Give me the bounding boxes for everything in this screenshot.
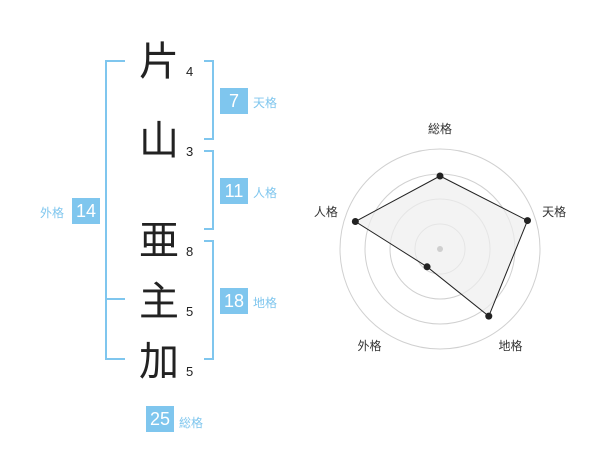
stroke-count-3: 8 xyxy=(186,244,194,259)
jinkaku-bracket-vertical xyxy=(212,150,214,230)
radar-center-dot xyxy=(437,246,443,252)
gaikaku-bracket-bottom xyxy=(105,358,125,360)
radar-axis-label-2: 天格 xyxy=(542,204,566,219)
soukaku-label: 総格 xyxy=(179,416,204,430)
stroke-count-4: 5 xyxy=(186,304,194,319)
stroke-count-5: 5 xyxy=(186,364,194,379)
chikaku-bracket-top xyxy=(204,240,214,242)
radar-axis-label-3: 地格 xyxy=(499,338,523,353)
tenkaku-value-box: 7 xyxy=(220,88,248,114)
jinkaku-bracket-bottom xyxy=(204,228,214,230)
gaikaku-value-box: 14 xyxy=(72,198,100,224)
chikaku-bracket-bottom xyxy=(204,358,214,360)
jinkaku-label: 人格 xyxy=(253,186,278,200)
jinkaku-value-box: 11 xyxy=(220,178,248,204)
kanji-char-4: 主 xyxy=(139,279,179,325)
radar-ring-4 xyxy=(339,148,541,350)
tenkaku-label: 天格 xyxy=(253,96,278,110)
chikaku-label: 地格 xyxy=(253,296,278,310)
radar-axis-label-1: 総格 xyxy=(428,121,452,136)
radar-point-2 xyxy=(523,217,531,225)
soukaku-value-box: 25 xyxy=(146,406,174,432)
kanji-char-3: 亜 xyxy=(139,218,179,264)
radar-data-polygon xyxy=(354,175,529,317)
stroke-count-1: 4 xyxy=(186,64,194,79)
kanji-char-5: 加 xyxy=(139,339,179,385)
radar-axis-label-5: 人格 xyxy=(314,204,338,219)
stroke-count-2: 3 xyxy=(186,144,194,159)
tenkaku-bracket-bottom xyxy=(204,138,214,140)
radar-point-4 xyxy=(423,263,431,271)
jinkaku-bracket-top xyxy=(204,150,214,152)
kanji-char-2: 山 xyxy=(139,118,179,164)
chikaku-bracket-vertical xyxy=(212,240,214,360)
tenkaku-bracket-vertical xyxy=(212,60,214,140)
gaikaku-label: 外格 xyxy=(40,206,65,220)
radar-point-5 xyxy=(351,217,359,225)
gaikaku-bracket-top xyxy=(105,60,125,62)
chikaku-value-box: 18 xyxy=(220,288,248,314)
gaikaku-bracket-mid xyxy=(105,298,125,300)
gaikaku-bracket-vertical xyxy=(105,60,107,360)
radar-point-1 xyxy=(436,172,444,180)
radar-points xyxy=(351,172,531,320)
tenkaku-bracket-top xyxy=(204,60,214,62)
kanji-char-1: 片 xyxy=(139,39,179,85)
radar-axis-label-4: 外格 xyxy=(357,338,381,353)
radar-point-3 xyxy=(485,312,493,320)
